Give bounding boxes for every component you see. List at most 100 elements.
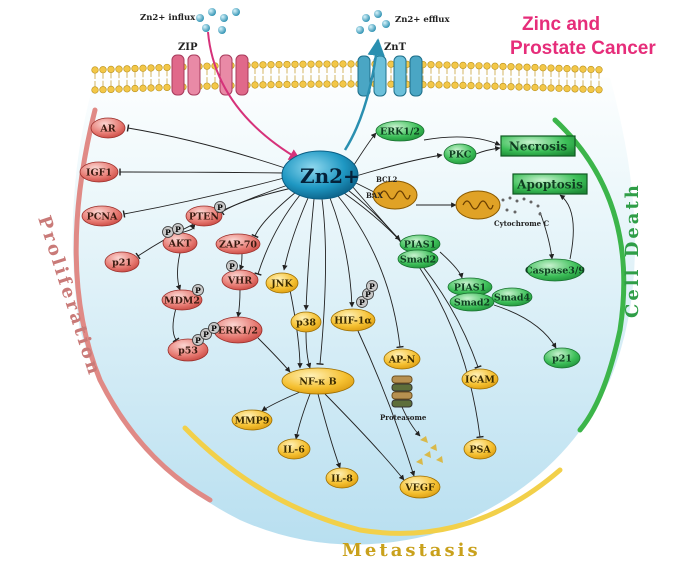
phosphate-badge: P <box>356 296 368 308</box>
label-proteasome: Proteasome <box>380 413 427 422</box>
node-il8: IL-8 <box>325 467 359 489</box>
node-il8-label: IL-8 <box>331 474 353 485</box>
title-line-2: Prostate Cancer <box>510 38 656 59</box>
node-jnk: JNK <box>265 272 299 294</box>
phosphate-badge: P <box>162 226 174 238</box>
phosphate-badge: P <box>172 223 184 235</box>
svg-text:P: P <box>217 203 223 212</box>
proliferation-arc <box>73 107 213 503</box>
node-akt-label: AKT <box>168 239 192 250</box>
outcome-apoptosis-label: Apoptosis <box>516 178 583 192</box>
svg-text:P: P <box>229 262 235 271</box>
phosphate-badge: P <box>366 280 378 292</box>
node-mdm2-label: MDM2 <box>164 296 200 307</box>
node-icam-label: ICAM <box>465 375 495 386</box>
svg-text:P: P <box>369 282 375 291</box>
node-hif1a-label: HIF-1α <box>334 316 372 327</box>
node-pten: PTEN <box>185 205 223 227</box>
outcome-necrosis: Necrosis <box>500 135 576 157</box>
outcome-necrosis-label: Necrosis <box>509 140 568 154</box>
zip-label: ZIP <box>178 42 198 53</box>
svg-text:P: P <box>175 225 181 234</box>
node-erk12-left: ERK1/2 <box>213 316 263 344</box>
zip-channel <box>171 54 249 96</box>
mitochondrion-2 <box>455 190 501 220</box>
zinc-ions-influx <box>196 8 240 34</box>
title-line-1: Zinc and <box>522 14 600 35</box>
node-pias1-b-label: PIAS1 <box>454 283 486 294</box>
label-cytochrome: Cytochrome C <box>494 219 550 228</box>
cytochrome-c-dots <box>501 196 542 216</box>
node-ar-label: AR <box>99 124 115 135</box>
node-apn-label: AP-N <box>388 355 416 366</box>
node-vegf-label: VEGF <box>404 483 435 494</box>
node-mdm2: MDM2 <box>161 289 203 311</box>
mitochondrion-1 <box>372 180 418 210</box>
node-pcna-label: PCNA <box>87 212 118 223</box>
phosphate-badge: P <box>192 284 204 296</box>
phosphate-badge: P <box>208 322 220 334</box>
pathway-edges <box>119 124 574 481</box>
znt-label: ZnT <box>384 42 407 53</box>
svg-text:P: P <box>211 324 217 333</box>
node-jnk-label: JNK <box>270 279 293 290</box>
node-smad2-a: Smad2 <box>397 249 439 269</box>
node-zap70-label: ZAP-70 <box>219 240 257 251</box>
node-pten-label: PTEN <box>189 212 219 223</box>
svg-text:P: P <box>195 286 201 295</box>
node-nfkb-label: NF-κ B <box>299 377 336 388</box>
node-smad2-a-label: Smad2 <box>400 255 436 266</box>
node-igf1: IGF1 <box>79 161 119 183</box>
region-cell-death-label: Cell Death <box>622 182 643 318</box>
node-pcna: PCNA <box>81 205 123 227</box>
node-p38-label: p38 <box>296 318 316 329</box>
influx-arrow <box>207 31 302 161</box>
node-nfkb: NF-κ B <box>281 367 355 395</box>
outcome-apoptosis: Apoptosis <box>512 173 588 195</box>
svg-text:P: P <box>359 298 365 307</box>
node-vegf: VEGF <box>399 475 441 499</box>
node-caspase: Caspase3/9 <box>525 258 585 282</box>
node-smad4: Smad4 <box>491 287 533 307</box>
node-smad2-b: Smad2 <box>449 292 495 312</box>
node-erk12-right-label: ERK1/2 <box>380 127 420 138</box>
node-psa: PSA <box>463 438 497 460</box>
cell-death-arc <box>552 117 627 433</box>
node-hif1a: HIF-1α <box>330 308 376 332</box>
node-p21-right: p21 <box>543 347 581 369</box>
node-p21-left: p21 <box>104 251 140 273</box>
node-ar: AR <box>90 117 126 139</box>
node-p21-left-label: p21 <box>112 258 132 269</box>
node-vhr: VHR <box>221 269 259 291</box>
node-smad4-label: Smad4 <box>494 293 531 304</box>
influx-label: Zn2+ influx <box>140 13 196 23</box>
node-pkc-label: PKC <box>449 150 472 161</box>
node-p53-label: p53 <box>178 346 198 357</box>
svg-text:P: P <box>195 336 201 345</box>
node-psa-label: PSA <box>469 445 491 456</box>
phosphate-badge: P <box>192 334 204 346</box>
node-il6: IL-6 <box>277 438 311 460</box>
node-pkc: PKC <box>443 143 477 165</box>
node-caspase-label: Caspase3/9 <box>525 266 585 277</box>
svg-text:P: P <box>165 228 171 237</box>
node-p38: p38 <box>290 311 322 333</box>
zinc-center-node: Zn2+ <box>281 150 360 200</box>
efflux-arrow <box>343 38 385 151</box>
degraded-peptides <box>416 436 443 465</box>
label-bax: BAX <box>366 191 383 200</box>
svg-text:P: P <box>365 290 371 299</box>
node-p21-right-label: p21 <box>552 354 572 365</box>
svg-text:P: P <box>203 330 209 339</box>
node-mmp9-label: MMP9 <box>235 416 270 427</box>
label-bcl2: BCL2 <box>376 175 398 184</box>
node-icam: ICAM <box>461 368 499 390</box>
node-mmp9: MMP9 <box>231 409 273 431</box>
node-vhr-label: VHR <box>227 276 252 287</box>
node-erk12-left-label: ERK1/2 <box>218 326 258 337</box>
zinc-center-label: Zn2+ <box>300 164 360 188</box>
phosphate-badge: P <box>226 260 238 272</box>
node-zap70: ZAP-70 <box>215 233 261 255</box>
